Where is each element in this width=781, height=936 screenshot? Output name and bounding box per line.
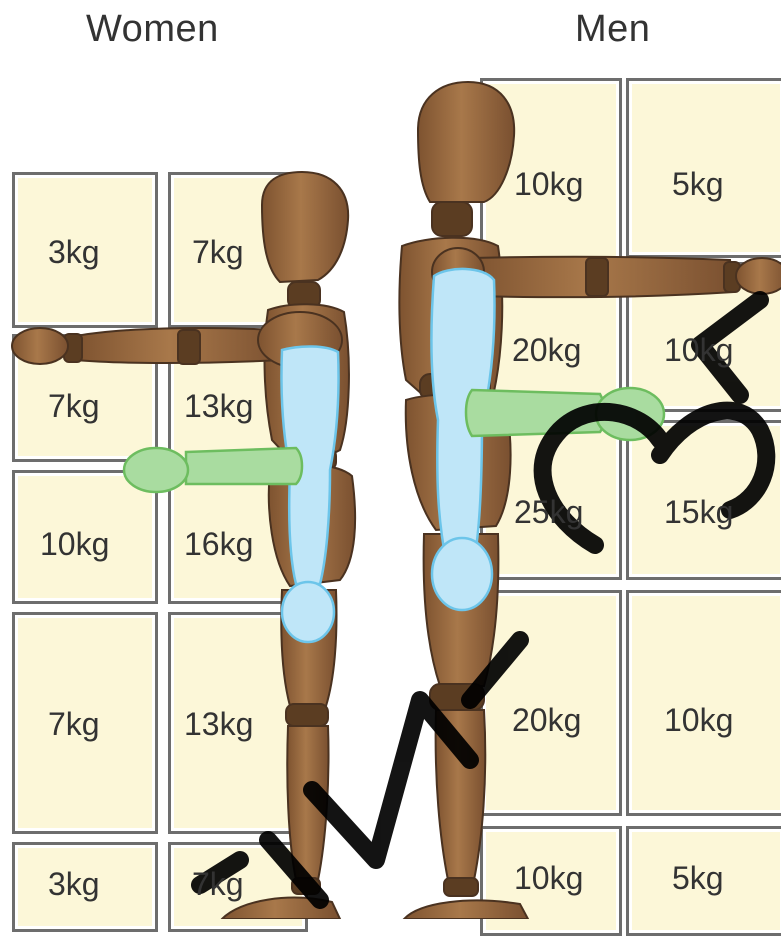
men-weight-label: 25kg <box>514 494 583 531</box>
men-weight-label: 20kg <box>512 332 581 369</box>
women-weight-label: 3kg <box>48 234 100 271</box>
women-weight-label: 10kg <box>40 526 109 563</box>
women-weight-label: 13kg <box>184 388 253 425</box>
men-weight-label: 10kg <box>664 702 733 739</box>
men-weight-label: 20kg <box>512 702 581 739</box>
women-weight-label: 13kg <box>184 706 253 743</box>
women-weight-label: 7kg <box>48 388 100 425</box>
women-weight-label: 7kg <box>192 866 244 903</box>
men-weight-label: 10kg <box>514 166 583 203</box>
men-weight-label: 10kg <box>664 332 733 369</box>
men-weight-label: 5kg <box>672 860 724 897</box>
women-weight-label: 7kg <box>192 234 244 271</box>
men-weight-label: 10kg <box>514 860 583 897</box>
men-weight-label: 15kg <box>664 494 733 531</box>
women-weight-label: 7kg <box>48 706 100 743</box>
women-weight-label: 3kg <box>48 866 100 903</box>
women-weight-label: 16kg <box>184 526 253 563</box>
men-weight-label: 5kg <box>672 166 724 203</box>
